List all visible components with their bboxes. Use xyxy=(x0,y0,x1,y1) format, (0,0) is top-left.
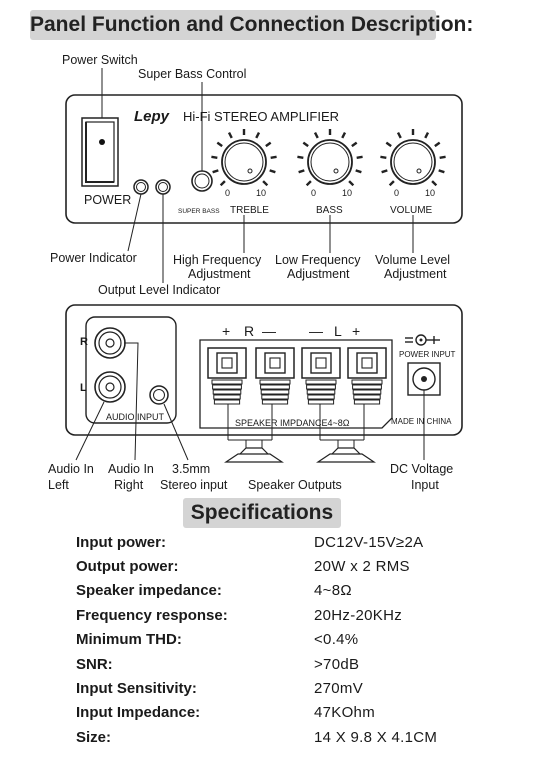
spec-name: Input Impedance: xyxy=(76,704,201,722)
brand-logo: Lepy xyxy=(134,108,170,125)
spec-name: Frequency response: xyxy=(76,606,228,624)
spec-name: Input power: xyxy=(76,533,166,551)
spec-name: SNR: xyxy=(76,655,113,673)
scale-max-label: 10 xyxy=(342,188,352,198)
speaker-output-icon-right xyxy=(316,440,376,463)
callout-super-bass: Super Bass Control xyxy=(138,67,246,81)
bass-label: BASS xyxy=(316,205,343,216)
impedance-label: SPEAKER IMPDANCE4~8Ω xyxy=(235,418,350,428)
callout-audio-in-right-2: Right xyxy=(114,478,144,492)
spec-row: Size: 14 X 9.8 X 4.1CM xyxy=(76,725,496,749)
callout-dc-voltage-2: Input xyxy=(411,478,439,492)
speaker-plus-left: + xyxy=(222,323,230,339)
callout-speaker-outputs: Speaker Outputs xyxy=(248,478,342,492)
spec-value: 14 X 9.8 X 4.1CM xyxy=(314,728,438,746)
callout-power-switch: Power Switch xyxy=(62,53,138,67)
callout-high-frequency-2: Adjustment xyxy=(188,267,251,281)
callout-volume-2: Adjustment xyxy=(384,267,447,281)
spec-name: Minimum THD: xyxy=(76,631,182,649)
audio-input-label: AUDIO INPUT xyxy=(106,412,165,422)
stereo-35mm-jack xyxy=(149,385,169,405)
dc-polarity-icon xyxy=(405,334,440,346)
speaker-minus-left: — xyxy=(262,323,276,339)
treble-knob: 0 10 xyxy=(211,129,277,198)
spec-value: 47KOhm xyxy=(314,704,375,722)
speaker-frame xyxy=(199,339,393,429)
super-bass-label: SUPER BASS xyxy=(178,208,220,215)
made-in-label: MADE IN CHINA xyxy=(391,417,452,426)
callout-audio-in-right: Audio In xyxy=(108,462,154,476)
power-indicator-led xyxy=(133,179,149,195)
rca-l-label: L xyxy=(80,382,87,394)
rca-left-jack xyxy=(94,371,126,403)
treble-label: TREBLE xyxy=(230,205,269,216)
spec-row: Input Impedance: 47KOhm xyxy=(76,701,496,725)
speaker-terminal xyxy=(255,347,295,405)
scale-min-label: 0 xyxy=(225,188,230,198)
callout-dc-voltage: DC Voltage xyxy=(390,462,453,476)
callout-low-frequency: Low Frequency xyxy=(275,253,361,267)
scale-min-label: 0 xyxy=(394,188,399,198)
volume-label: VOLUME xyxy=(390,205,433,216)
spec-row: Input power: DC12V-15V≥2A xyxy=(76,530,496,554)
model-name: Hi-Fi STEREO AMPLIFIER xyxy=(183,109,339,124)
speaker-minus-right: — xyxy=(309,323,323,339)
callout-volume: Volume Level xyxy=(375,253,450,267)
speaker-terminal xyxy=(207,347,247,405)
rca-right-jack xyxy=(94,327,126,359)
callout-output-level-indicator: Output Level Indicator xyxy=(98,283,220,297)
speaker-output-icon-left xyxy=(224,440,284,463)
spec-row: Input Sensitivity: 270mV xyxy=(76,676,496,700)
scale-min-label: 0 xyxy=(311,188,316,198)
callout-audio-in-left: Audio In xyxy=(48,462,94,476)
speaker-plus-right: + xyxy=(352,323,360,339)
spec-name: Input Sensitivity: xyxy=(76,680,197,698)
spec-value: DC12V-15V≥2A xyxy=(314,533,424,551)
specifications-title: Specifications xyxy=(183,498,341,528)
spec-row: Minimum THD: <0.4% xyxy=(76,628,496,652)
spec-row: Output power: 20W x 2 RMS xyxy=(76,554,496,578)
spec-name: Size: xyxy=(76,728,112,746)
speaker-terminal xyxy=(347,347,387,405)
speaker-terminal xyxy=(301,347,341,405)
bass-knob: 0 10 xyxy=(297,129,363,198)
speaker-r-header: R xyxy=(244,323,254,339)
callout-stereo-input-2: Stereo input xyxy=(160,478,228,492)
specifications-table: Input power: DC12V-15V≥2A Output power: 20W… xyxy=(76,530,496,750)
spec-value: <0.4% xyxy=(314,631,359,649)
power-switch xyxy=(81,117,119,187)
rca-r-label: R xyxy=(80,336,88,348)
spec-name: Speaker impedance: xyxy=(76,582,222,600)
scale-max-label: 10 xyxy=(425,188,435,198)
callout-low-frequency-2: Adjustment xyxy=(287,267,350,281)
spec-value: 20W x 2 RMS xyxy=(314,558,410,576)
spec-value: 4~8Ω xyxy=(314,582,352,600)
callout-audio-in-left-2: Left xyxy=(48,478,69,492)
spec-row: Speaker impedance: 4~8Ω xyxy=(76,579,496,603)
output-level-indicator-led xyxy=(155,179,171,195)
power-label: POWER xyxy=(84,193,131,207)
spec-value: 270mV xyxy=(314,680,364,698)
volume-knob: 0 10 xyxy=(380,129,446,198)
spec-value: >70dB xyxy=(314,655,360,673)
page-title: Panel Function and Connection Descriptio… xyxy=(30,10,473,40)
spec-value: 20Hz-20KHz xyxy=(314,606,403,624)
spec-row: Frequency response: 20Hz-20KHz xyxy=(76,603,496,627)
spec-name: Output power: xyxy=(76,558,179,576)
spec-row: SNR: >70dB xyxy=(76,652,496,676)
scale-max-label: 10 xyxy=(256,188,266,198)
dc-power-jack xyxy=(407,362,441,396)
power-input-label: POWER INPUT xyxy=(399,350,456,359)
callout-power-indicator: Power Indicator xyxy=(50,251,137,265)
callout-high-frequency: High Frequency xyxy=(173,253,262,267)
callout-stereo-input: 3.5mm xyxy=(172,462,210,476)
speaker-l-header: L xyxy=(334,323,342,339)
super-bass-button xyxy=(191,170,213,192)
